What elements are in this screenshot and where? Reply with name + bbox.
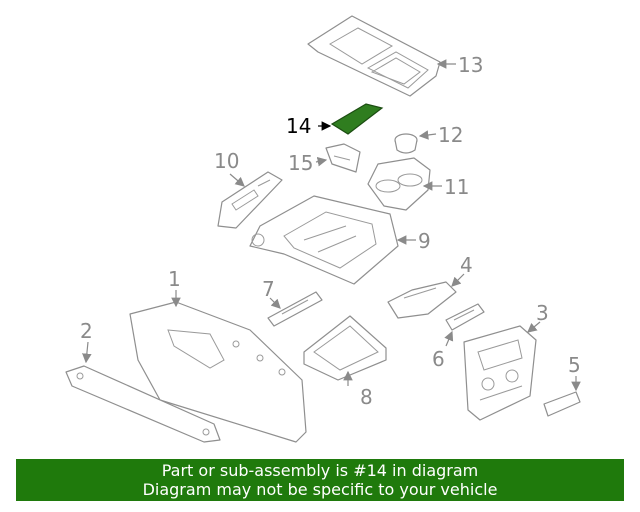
callout-3: 3: [536, 301, 549, 325]
callout-8: 8: [360, 385, 373, 409]
part-10-switch-bezel: [217, 171, 283, 229]
banner-line-2: Diagram may not be specific to your vehi…: [142, 480, 498, 499]
banner-line-1: Part or sub-assembly is #14 in diagram: [161, 461, 479, 480]
part-15-bin: [315, 143, 361, 173]
part-9-console-base: [249, 195, 416, 285]
part-12-cup-insert: [394, 130, 437, 154]
callout-2: 2: [80, 319, 93, 343]
part-7-trim-strip: [267, 291, 323, 327]
callout-4: 4: [460, 253, 473, 277]
part-4-bracket: [387, 273, 465, 319]
part-13-trim-plate: [307, 15, 456, 97]
callout-12: 12: [438, 123, 463, 147]
callout-1: 1: [168, 267, 181, 291]
callout-5: 5: [568, 353, 581, 377]
part-1-side-panel: [129, 290, 307, 443]
callout-14: 14: [286, 114, 311, 138]
part-8-tray: [303, 315, 387, 386]
callout-10: 10: [214, 149, 239, 173]
callout-9: 9: [418, 229, 431, 253]
part-11-cup-holder: [367, 157, 442, 211]
part-5-small-panel: [543, 376, 581, 417]
parts-diagram: 13 14 12 15 11 10: [65, 15, 581, 443]
callout-6: 6: [432, 347, 445, 371]
part-6-switch: [444, 303, 485, 347]
info-banner: Part or sub-assembly is #14 in diagram D…: [16, 459, 624, 501]
callout-7: 7: [262, 277, 275, 301]
callout-15: 15: [288, 151, 313, 175]
callout-11: 11: [444, 175, 469, 199]
part-3-control-panel: [463, 321, 541, 421]
callout-13: 13: [458, 53, 483, 77]
part-14-highlighted: [318, 103, 384, 135]
part-2-rail: [65, 341, 221, 443]
